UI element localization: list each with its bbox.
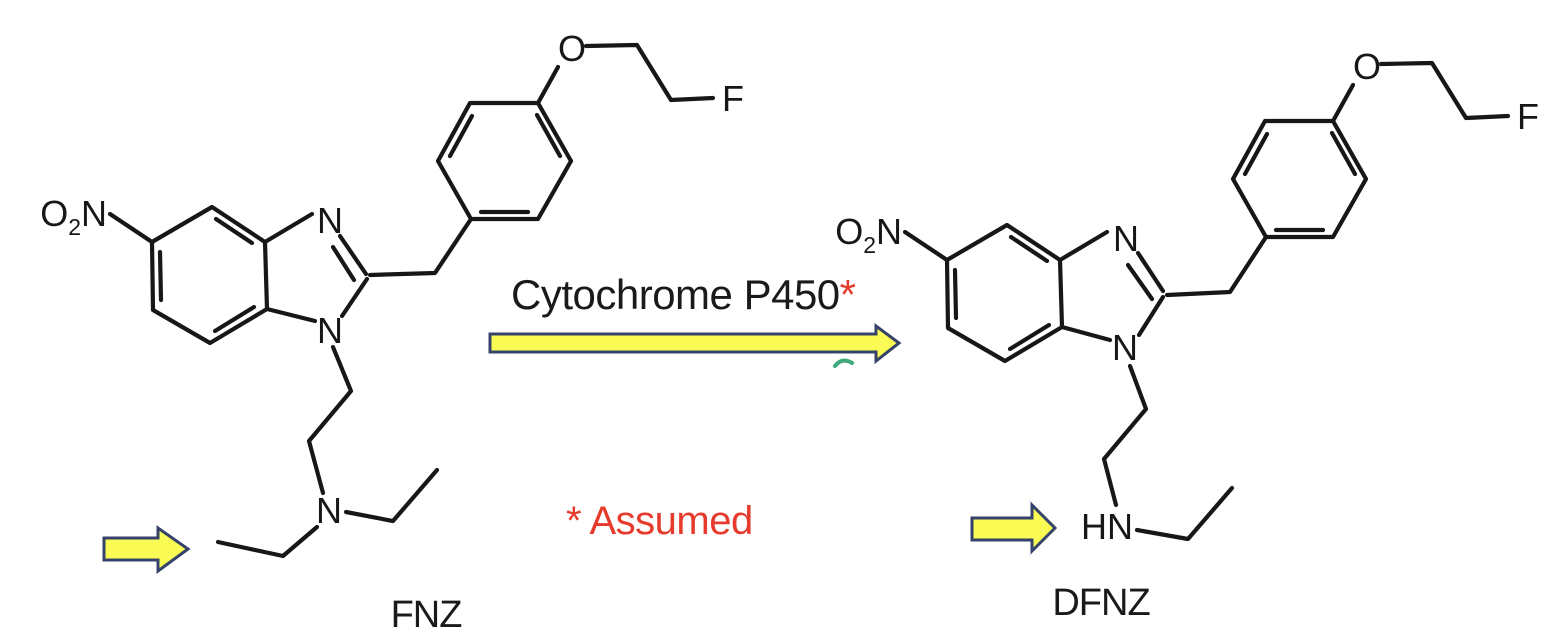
- fnz-imidazole-n3-label: N: [317, 200, 343, 241]
- enzyme-label-text: Cytochrome P450: [511, 271, 840, 318]
- fnz-bonds: [107, 42, 716, 559]
- fnz-nitro-group-label: O2N: [40, 193, 107, 240]
- fnz-ether-o-label: O: [558, 28, 586, 69]
- fnz-structure: O2N N N O F N: [40, 28, 744, 559]
- fnz-nitro-o: O: [40, 193, 68, 234]
- fnz-caption: FNZ: [390, 594, 463, 636]
- dfnz-caption: DFNZ: [1052, 582, 1150, 624]
- dfnz-double-bond-lines: [952, 130, 1358, 352]
- fnz-nitro-n: N: [81, 193, 107, 234]
- dfnz-structure: O2N N N O F HN: [835, 46, 1539, 547]
- dfnz-nitro-subscript: 2: [863, 232, 876, 258]
- fnz-nitro-subscript: 2: [68, 214, 81, 240]
- dfnz-fluorine-label: F: [1517, 96, 1539, 137]
- dfnz-imidazole-n1-label: N: [1112, 327, 1138, 368]
- enzyme-label: Cytochrome P450*: [511, 271, 856, 318]
- fnz-amine-pointer-arrow-icon: [102, 525, 191, 574]
- assumption-note: * Assumed: [566, 499, 753, 543]
- fnz-imidazole-n1-label: N: [317, 310, 343, 351]
- dfnz-nitro-group-label: O2N: [835, 211, 902, 258]
- fnz-double-bond-lines: [157, 112, 563, 334]
- reaction-right-arrow-icon: [488, 323, 902, 365]
- fnz-amine-n-label: N: [316, 490, 342, 531]
- dfnz-imidazole-n3-label: N: [1113, 218, 1139, 259]
- dfnz-nitro-n: N: [876, 211, 902, 252]
- dfnz-amine-hn-label: HN: [1081, 506, 1133, 547]
- dfnz-ether-o-label: O: [1353, 46, 1381, 87]
- enzyme-asterisk: *: [839, 271, 856, 318]
- dfnz-bonds: [902, 60, 1511, 542]
- dfnz-nitro-o: O: [835, 211, 863, 252]
- dfnz-amine-pointer-arrow-icon: [970, 501, 1058, 555]
- stray-green-mark: [833, 358, 854, 368]
- fnz-fluorine-label: F: [722, 78, 744, 119]
